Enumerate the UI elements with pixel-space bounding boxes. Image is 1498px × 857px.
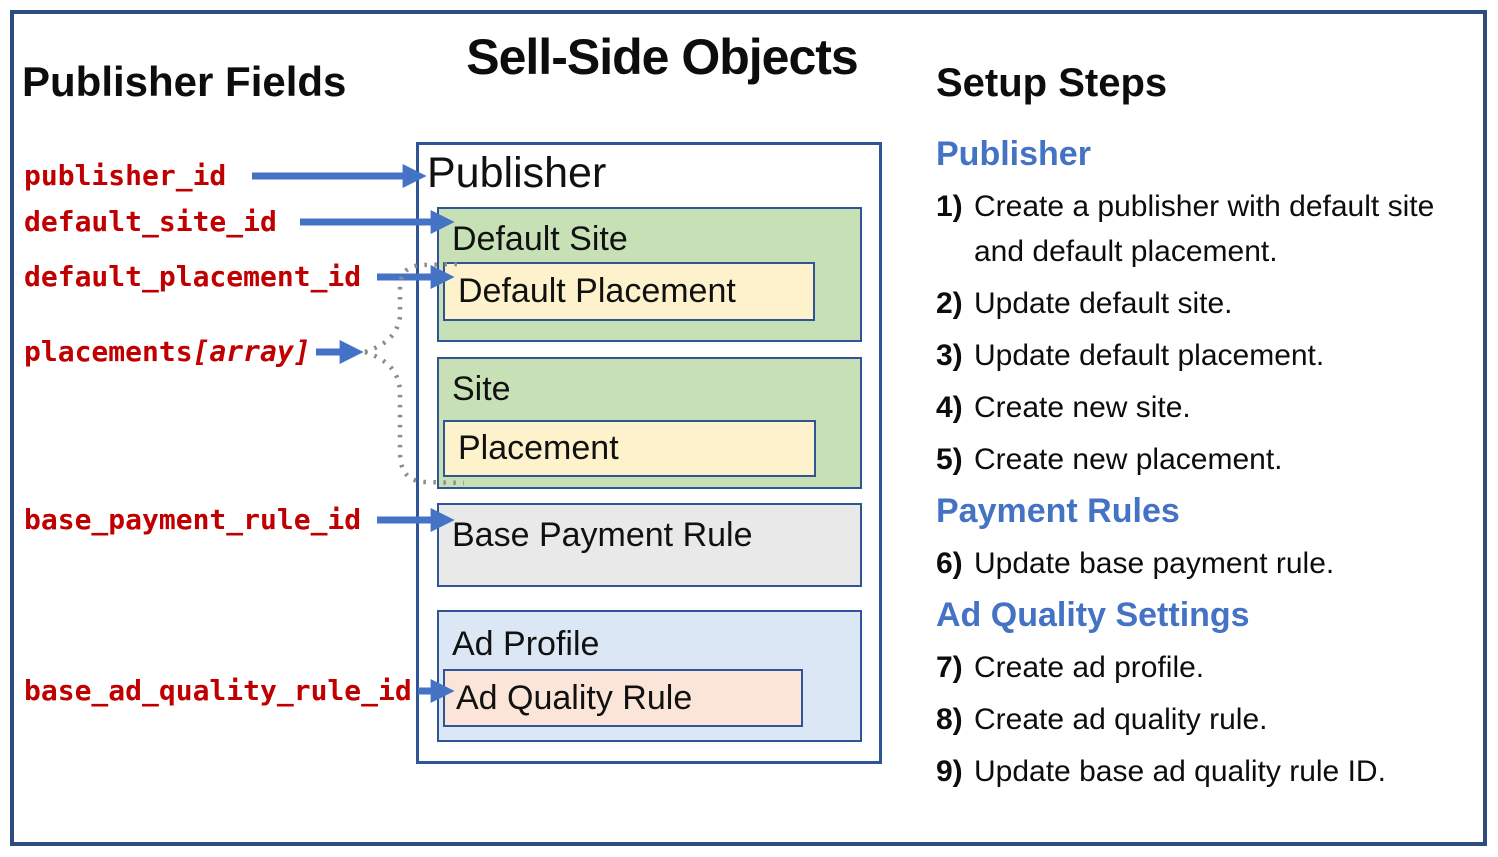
step-number: 9) <box>936 754 963 788</box>
field-placements-array: placements[array] <box>24 337 311 367</box>
field-name: base_payment_rule_id <box>24 503 362 536</box>
field-name: default_site_id <box>24 205 277 238</box>
field-name: default_placement_id <box>24 260 362 293</box>
ad-quality-rule-label: Ad Quality Rule <box>456 678 693 717</box>
placement-box: Placement <box>443 420 816 477</box>
default-placement-box: Default Placement <box>443 262 815 321</box>
section-heading-payment-rules: Payment Rules <box>936 491 1180 530</box>
setup-step: 5) Create new placement. <box>936 437 1464 482</box>
field-suffix: [array] <box>192 335 311 368</box>
step-text: Update default site. <box>974 286 1233 320</box>
step-number: 5) <box>936 442 963 476</box>
default-site-box: Default Site Default Placement <box>437 207 862 342</box>
ad-quality-rule-box: Ad Quality Rule <box>443 669 803 727</box>
setup-steps-panel: Setup Steps Publisher 1) Create a publish… <box>936 60 1464 801</box>
step-number: 4) <box>936 390 963 424</box>
step-number: 8) <box>936 702 963 736</box>
placement-label: Placement <box>458 429 619 468</box>
field-default-site-id: default_site_id <box>24 207 277 237</box>
section-heading-publisher: Publisher <box>936 135 1091 173</box>
setup-step: 4) Create new site. <box>936 385 1464 430</box>
publisher-box-label: Publisher <box>427 149 607 197</box>
field-name: base_ad_quality_rule_id <box>24 674 412 707</box>
setup-step: 2) Update default site. <box>936 281 1464 326</box>
step-text: Create new site. <box>974 390 1191 424</box>
field-name: placements <box>24 335 193 368</box>
step-text: Create a publisher with default site and… <box>974 189 1435 268</box>
step-number: 7) <box>936 650 963 684</box>
step-text: Create new placement. <box>974 442 1283 476</box>
site-box: Site Placement <box>437 357 862 489</box>
setup-step: 8) Create ad quality rule. <box>936 697 1464 742</box>
setup-step: 7) Create ad profile. <box>936 645 1464 690</box>
step-text: Update default placement. <box>974 338 1325 372</box>
setup-step: 6) Update base payment rule. <box>936 541 1464 586</box>
step-text: Update base ad quality rule ID. <box>974 754 1386 788</box>
setup-step: 9) Update base ad quality rule ID. <box>936 749 1464 794</box>
field-base-payment-rule-id: base_payment_rule_id <box>24 505 361 535</box>
step-text: Update base payment rule. <box>974 546 1335 580</box>
step-number: 3) <box>936 338 963 372</box>
step-number: 6) <box>936 546 963 580</box>
field-default-placement-id: default_placement_id <box>24 262 361 292</box>
section-heading-ad-quality-settings: Ad Quality Settings <box>936 595 1250 634</box>
publisher-fields-title: Publisher Fields <box>22 58 347 105</box>
default-placement-label: Default Placement <box>458 272 736 311</box>
field-base-ad-quality-rule-id: base_ad_quality_rule_id <box>24 676 412 706</box>
setup-steps-title: Setup Steps <box>936 61 1168 105</box>
ad-profile-label: Ad Profile <box>452 625 600 663</box>
base-payment-rule-label: Base Payment Rule <box>452 516 753 554</box>
base-payment-rule-box: Base Payment Rule <box>437 503 862 587</box>
setup-step: 3) Update default placement. <box>936 333 1464 378</box>
field-publisher-id: publisher_id <box>24 161 226 191</box>
ad-profile-box: Ad Profile Ad Quality Rule <box>437 610 862 742</box>
site-label: Site <box>452 370 511 408</box>
step-text: Create ad quality rule. <box>974 702 1268 736</box>
publisher-container-box: Publisher Default Site Default Placement… <box>416 142 882 764</box>
setup-step: 1) Create a publisher with default site a… <box>936 184 1464 274</box>
step-text: Create ad profile. <box>974 650 1205 684</box>
step-number: 1) <box>936 189 963 223</box>
page-title: Sell-Side Objects <box>466 29 858 85</box>
default-site-label: Default Site <box>452 220 628 258</box>
step-number: 2) <box>936 286 963 320</box>
field-name: publisher_id <box>24 159 227 192</box>
